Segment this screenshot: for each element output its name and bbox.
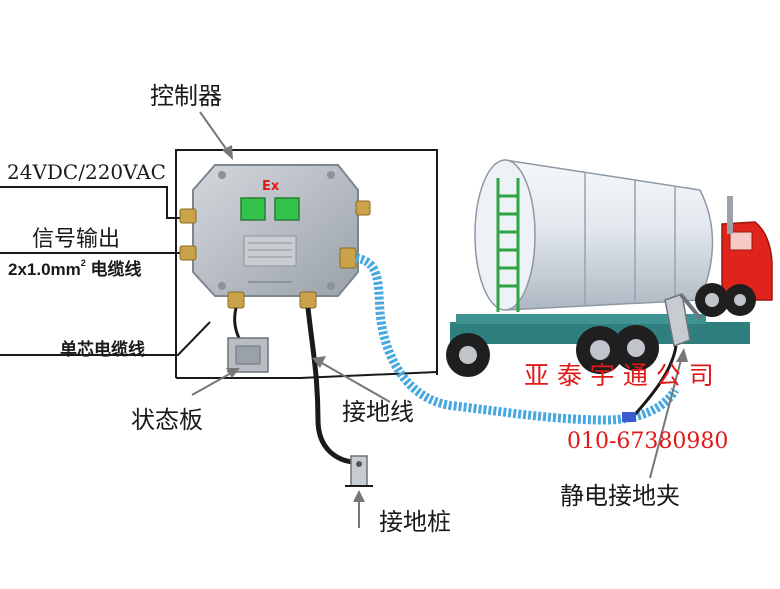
controller-box bbox=[179, 164, 371, 309]
cable-gland-status bbox=[227, 291, 245, 309]
bottom-rail-line bbox=[176, 371, 438, 379]
truck-wheels bbox=[446, 283, 756, 377]
cable-gland-ground bbox=[299, 291, 317, 309]
cable-gland-right-top bbox=[355, 200, 371, 216]
ground-pile-pointer bbox=[353, 490, 365, 528]
company-name: 亚 泰 宇 通 公 司 bbox=[524, 361, 714, 390]
label-cable-spec-prefix: 2x1.0mm bbox=[8, 260, 81, 279]
label-ground-wire: 接地线 bbox=[342, 398, 414, 426]
label-static-clamp: 静电接地夹 bbox=[560, 482, 680, 510]
wiring-frame bbox=[0, 149, 438, 379]
nameplate bbox=[243, 235, 297, 267]
status-window-left bbox=[240, 197, 266, 221]
label-cable-spec-suffix: 电缆线 bbox=[85, 260, 142, 279]
label-single-core-cable: 单芯电缆线 bbox=[60, 340, 145, 359]
ex-mark: Ex bbox=[262, 179, 280, 194]
cable-gland-coil bbox=[339, 247, 357, 269]
label-cable-spec: 2x1.0mm2 电缆线 bbox=[8, 258, 142, 279]
clamp-pointer bbox=[649, 348, 688, 479]
controller-pointer bbox=[199, 111, 233, 160]
label-signal-output: 信号输出 bbox=[32, 227, 121, 252]
label-cable-spec-sup: 2 bbox=[80, 258, 86, 268]
ground-wire-pointer bbox=[312, 356, 391, 403]
company-phone: 010-67380980 bbox=[567, 429, 729, 454]
cable-gland-power bbox=[179, 208, 197, 224]
grounding-clamp bbox=[622, 292, 702, 422]
status-window-right bbox=[274, 197, 300, 221]
single-core-lead-line bbox=[0, 321, 211, 356]
ground-wire bbox=[305, 307, 353, 465]
tank-ladder bbox=[496, 178, 520, 312]
label-status-board: 状态板 bbox=[131, 406, 203, 434]
power-lead-line bbox=[0, 186, 188, 219]
tanker-truck bbox=[446, 159, 773, 377]
label-power-supply: 24VDC/220VAC bbox=[7, 160, 166, 184]
status-board bbox=[227, 307, 269, 373]
label-controller: 控制器 bbox=[150, 82, 222, 110]
label-ground-pile: 接地桩 bbox=[379, 508, 451, 536]
coiled-cable bbox=[354, 253, 679, 425]
ground-pile bbox=[345, 455, 373, 487]
frame-outline bbox=[175, 149, 438, 375]
status-board-pointer bbox=[191, 368, 240, 396]
cable-gland-signal bbox=[179, 245, 197, 261]
